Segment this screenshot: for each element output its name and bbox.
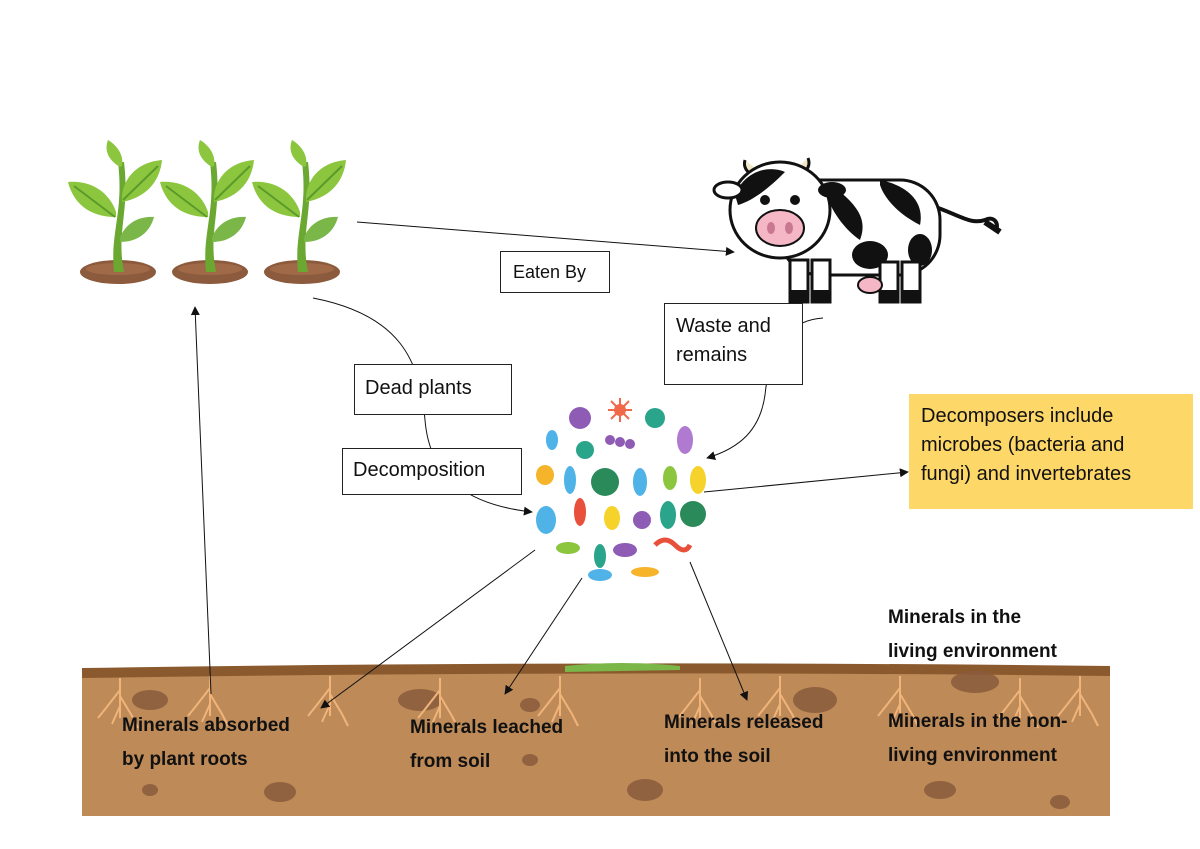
decomposition-label: Decomposition <box>342 448 522 495</box>
dead-plants-label: Dead plants <box>354 364 512 415</box>
soil-roots-icon <box>82 663 1110 816</box>
waste-remains-label: Waste and remains <box>664 303 803 385</box>
arrow-to-leached <box>504 577 583 695</box>
arrow-to-absorbed <box>320 549 536 709</box>
minerals-living-label: Minerals in the living environment <box>888 607 1057 662</box>
arrow-dead-plants <box>312 297 533 516</box>
minerals-absorbed-label: Minerals absorbed by plant roots <box>122 715 290 770</box>
arrow-absorbed-by-roots <box>190 306 212 695</box>
flow-arrows <box>190 221 909 709</box>
arrow-to-released <box>689 561 749 701</box>
eaten-by-label: Eaten By <box>500 251 610 293</box>
arrow-eaten-by <box>356 221 735 256</box>
minerals-leached-label: Minerals leached from soil <box>410 717 564 772</box>
decomposers-note: Decomposers include microbes (bacteria a… <box>909 394 1193 509</box>
minerals-nonliving-label: Minerals in the non- living environment <box>888 711 1068 766</box>
cow-icon <box>712 157 1002 304</box>
microbes-icon <box>528 398 712 582</box>
arrow-to-decomposers-note <box>703 468 909 493</box>
seedling-icon <box>67 139 347 285</box>
minerals-released-label: Minerals released into the soil <box>664 712 824 767</box>
